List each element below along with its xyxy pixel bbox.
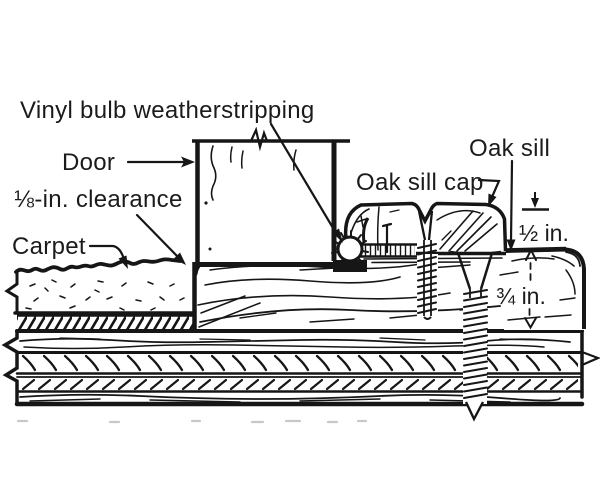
vinyl-bulb-weatherstripping	[331, 217, 417, 272]
break-mark	[249, 126, 269, 152]
oak-sill-label: Oak sill	[469, 135, 550, 162]
clearance-leader	[135, 213, 179, 258]
mounting-flange	[363, 245, 415, 256]
sill-leader	[509, 159, 514, 243]
carpet-label: Carpet	[12, 233, 86, 260]
labels: Vinyl bulb weatherstripping Door ⅛-in. c…	[12, 97, 569, 309]
weatherstripping-leader	[269, 122, 338, 235]
three-quarter-dimension	[524, 247, 537, 330]
carpet-pad	[17, 314, 193, 331]
door-label: Door	[62, 149, 115, 176]
leader-arrows	[88, 122, 516, 269]
carpet	[4, 257, 195, 315]
cap-screw	[417, 210, 438, 320]
three-quarter-inch-label: ¾ in.	[496, 283, 546, 309]
sill-cap-leader	[477, 178, 501, 199]
door-bottom-bracket	[333, 260, 367, 272]
faded-caption-remnant	[16, 419, 368, 424]
half-inch-dimension	[522, 192, 549, 211]
nail	[381, 222, 393, 254]
carpet-leader	[88, 244, 126, 261]
oak-sill-cap-label: Oak sill cap	[356, 169, 484, 196]
oak-sill	[499, 246, 586, 330]
weatherstripping-label: Vinyl bulb weatherstripping	[20, 97, 315, 124]
door-grain	[210, 145, 297, 201]
door	[192, 126, 350, 267]
sill-screw	[449, 250, 502, 422]
clearance-label: ⅛-in. clearance	[14, 186, 183, 213]
floor-layers	[1, 329, 600, 407]
half-inch-label: ½ in.	[519, 220, 569, 246]
